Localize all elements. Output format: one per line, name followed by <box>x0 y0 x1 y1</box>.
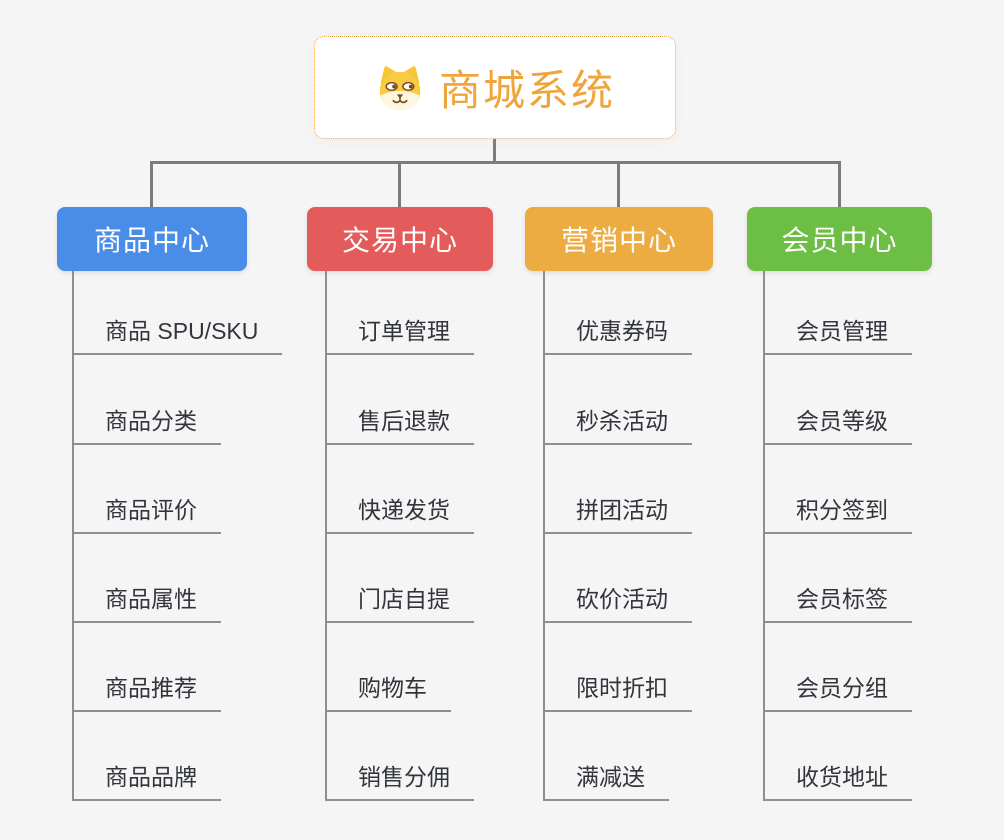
leaf-node[interactable]: 砍价活动 <box>543 585 692 623</box>
branch-box-member-center[interactable]: 会员中心 <box>747 207 932 271</box>
leaf-node[interactable]: 商品属性 <box>72 585 221 623</box>
branch-box-trade-center[interactable]: 交易中心 <box>307 207 493 271</box>
branch-spine-product-center <box>72 271 74 801</box>
leaf-node[interactable]: 积分签到 <box>763 496 912 534</box>
leaf-node[interactable]: 优惠券码 <box>543 317 692 355</box>
leaf-node[interactable]: 限时折扣 <box>543 674 692 712</box>
leaf-node[interactable]: 商品推荐 <box>72 674 221 712</box>
leaf-node[interactable]: 购物车 <box>325 674 451 712</box>
leaf-node[interactable]: 订单管理 <box>325 317 474 355</box>
leaf-node[interactable]: 销售分佣 <box>325 763 474 801</box>
branch-label: 营销中心 <box>560 225 677 256</box>
leaf-node[interactable]: 拼团活动 <box>543 496 692 534</box>
leaf-node[interactable]: 商品分类 <box>72 407 221 445</box>
leaf-node[interactable]: 会员分组 <box>763 674 912 712</box>
branch-label: 会员中心 <box>781 225 898 256</box>
leaf-node[interactable]: 会员标签 <box>763 585 912 623</box>
branch-box-marketing-center[interactable]: 营销中心 <box>525 207 713 271</box>
leaf-node[interactable]: 售后退款 <box>325 407 474 445</box>
branch-spine-marketing-center <box>543 271 545 801</box>
leaf-node[interactable]: 快递发货 <box>325 496 474 534</box>
dog-face-icon <box>379 65 421 110</box>
connector-horizontal-bus <box>150 161 841 164</box>
leaf-node[interactable]: 商品评价 <box>72 496 221 534</box>
connector-drop-trade-center <box>398 161 401 207</box>
connector-drop-product-center <box>150 161 153 207</box>
root-title: 商城系统 <box>438 67 615 114</box>
branch-spine-member-center <box>763 271 765 801</box>
leaf-node[interactable]: 秒杀活动 <box>543 407 692 445</box>
branch-spine-trade-center <box>325 271 327 801</box>
leaf-node[interactable]: 满减送 <box>543 763 669 801</box>
leaf-node[interactable]: 门店自提 <box>325 585 474 623</box>
branch-label: 商品中心 <box>93 225 210 256</box>
leaf-node[interactable]: 商品品牌 <box>72 763 221 801</box>
root-node[interactable]: 商城系统 <box>314 36 676 139</box>
leaf-node[interactable]: 会员等级 <box>763 407 912 445</box>
leaf-node[interactable]: 会员管理 <box>763 317 912 355</box>
leaf-node[interactable]: 收货地址 <box>763 763 912 801</box>
connector-root-drop <box>493 139 496 164</box>
connector-drop-marketing-center <box>617 161 620 207</box>
branch-label: 交易中心 <box>341 225 458 256</box>
leaf-node[interactable]: 商品 SPU/SKU <box>72 317 283 355</box>
branch-box-product-center[interactable]: 商品中心 <box>57 207 247 271</box>
connector-drop-member-center <box>838 161 841 207</box>
